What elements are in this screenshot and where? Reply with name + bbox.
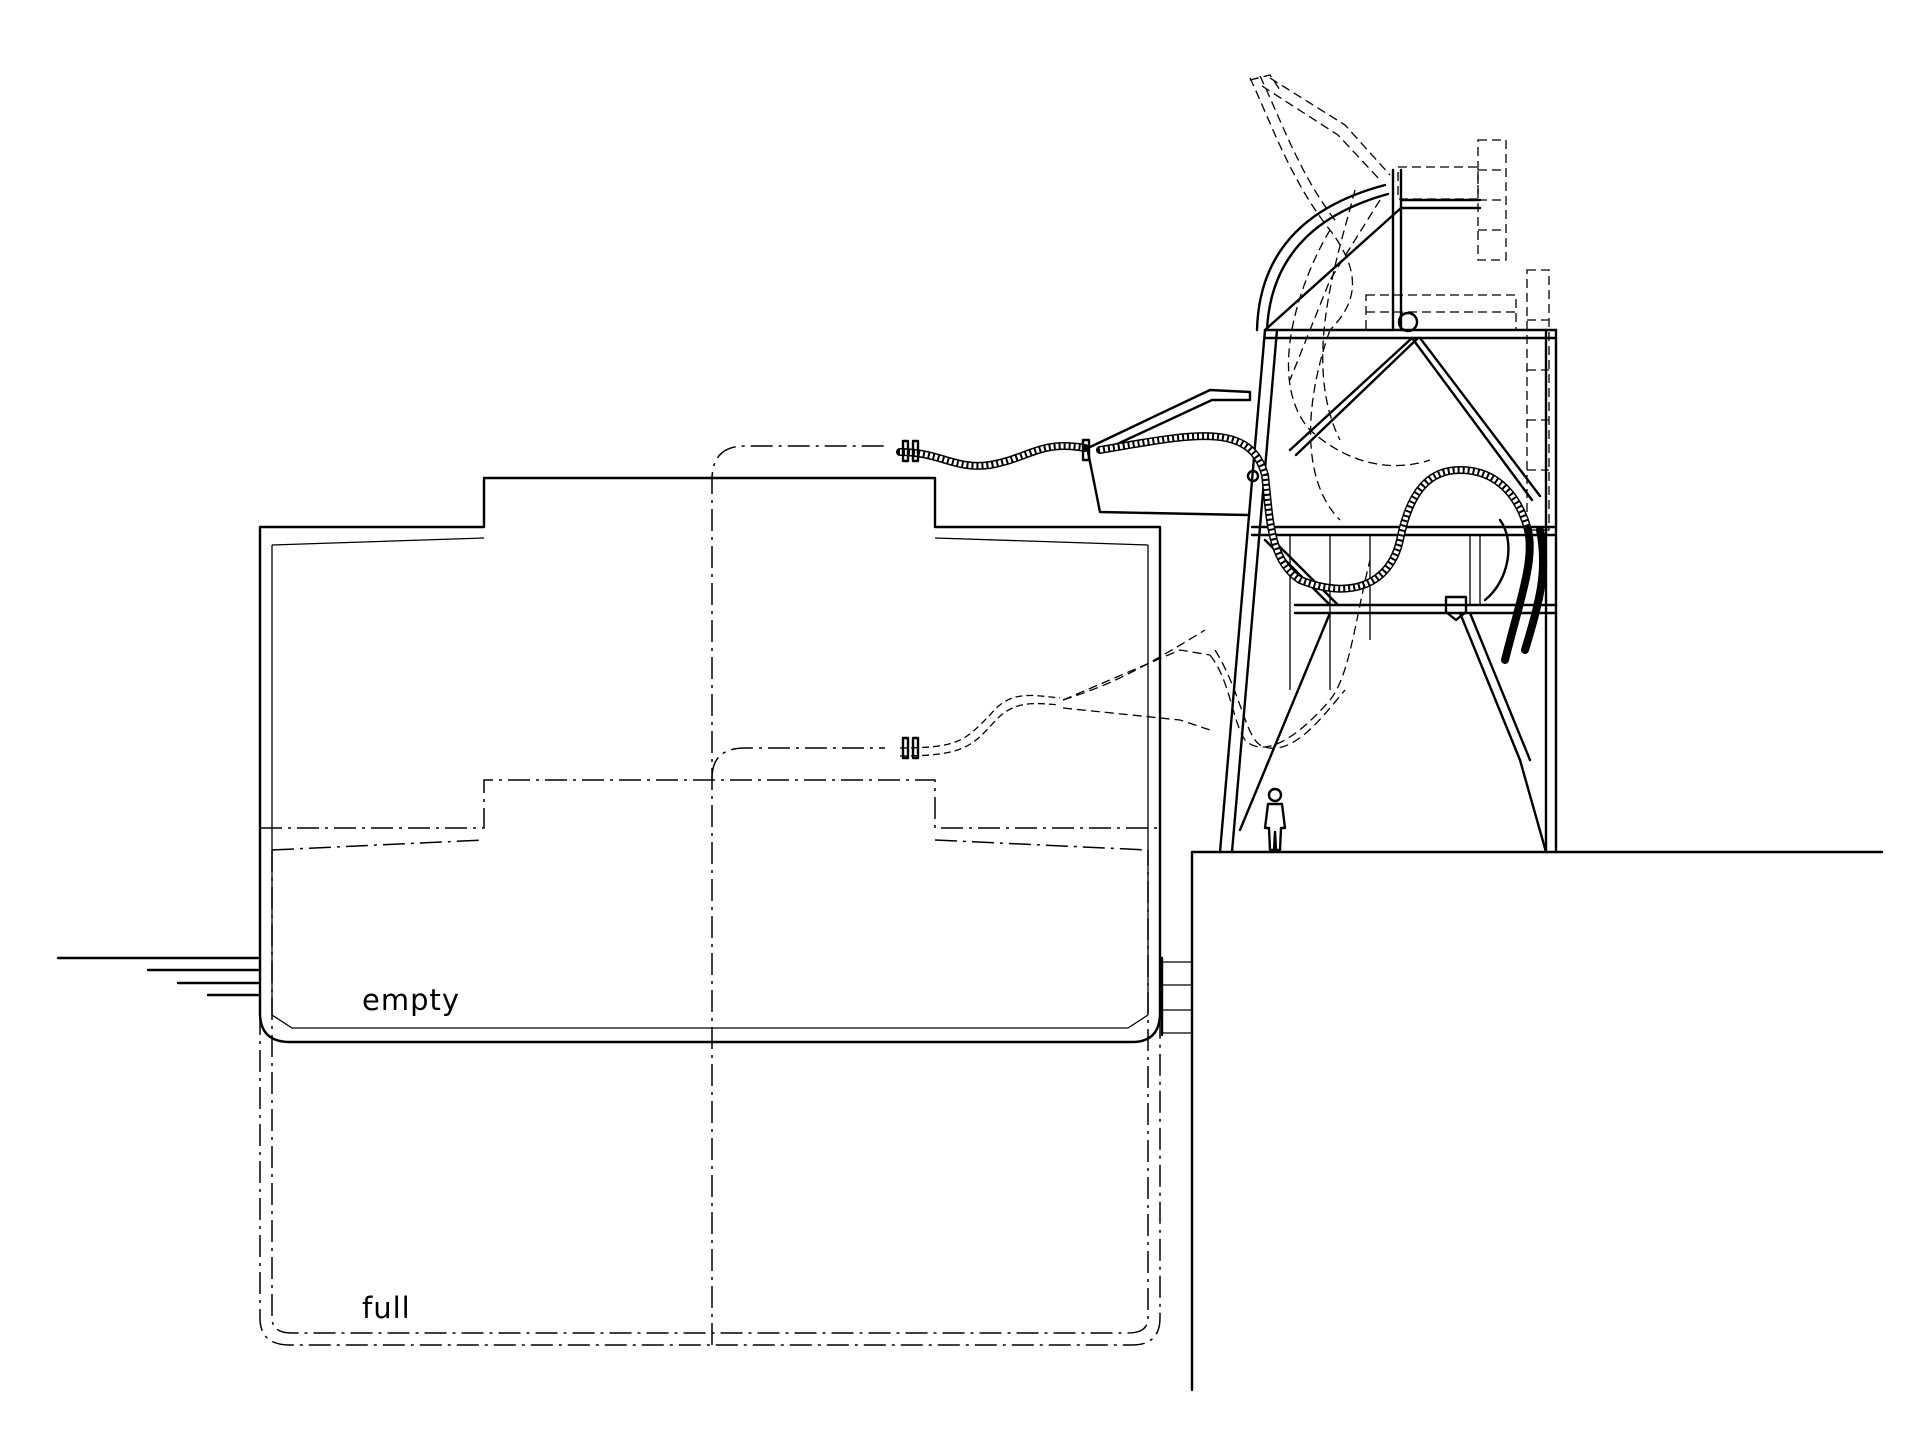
vessel-centerline [711, 445, 885, 1345]
person-figure [1263, 787, 1287, 852]
tower-structure [1218, 168, 1558, 854]
vessel-full-hull [259, 779, 1161, 1346]
label-full: full [362, 1291, 411, 1325]
fender [1160, 956, 1192, 1037]
quay-wall [1190, 850, 1884, 1392]
upper-guide-rail [1255, 183, 1390, 332]
label-empty: empty [362, 983, 460, 1017]
vessel-empty-hull [258, 476, 1162, 1044]
tower-ladders [1365, 139, 1550, 531]
loading-arm-empty [896, 388, 1548, 664]
loading-arm-full [899, 559, 1371, 760]
water-surface-lines [56, 956, 260, 997]
loading-arm-stowed [1249, 74, 1431, 521]
